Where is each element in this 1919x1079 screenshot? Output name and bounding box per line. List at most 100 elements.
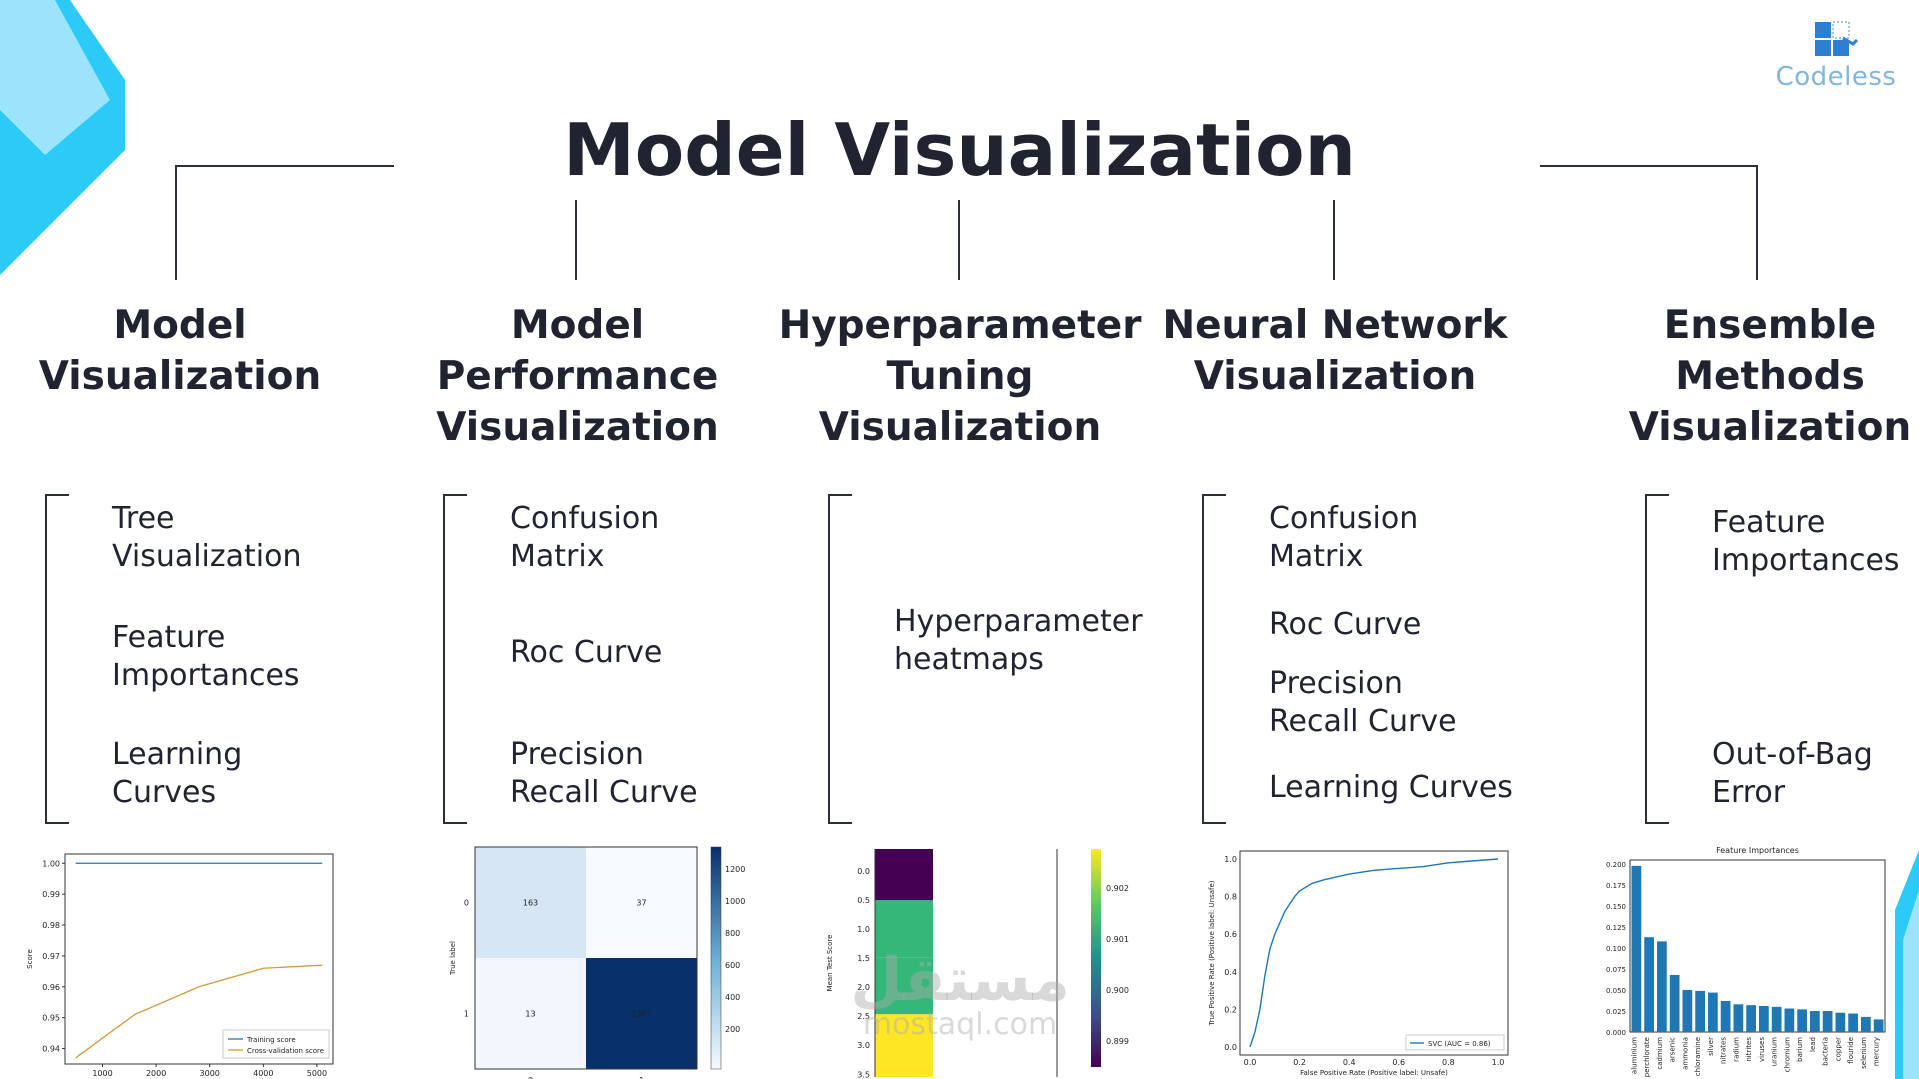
bracket	[1202, 494, 1226, 824]
x-tick-label: ammonia	[1681, 1037, 1689, 1070]
x-tick-label: 1000	[92, 1069, 112, 1078]
watermark-latin: mostaql.com	[862, 1007, 1058, 1042]
chart-title: Feature Importances	[1716, 846, 1799, 855]
codeless-logo: Codeless	[1771, 18, 1901, 92]
connector-line	[1540, 165, 1758, 167]
x-tick-label: flouride	[1847, 1037, 1855, 1064]
bar	[1746, 1005, 1756, 1032]
y-tick-label: 0.5	[857, 896, 870, 905]
category-title-model-performance: Model Performance Visualization	[436, 303, 719, 450]
x-tick-label: 0.4	[1343, 1058, 1356, 1067]
bar	[1848, 1013, 1858, 1032]
y-tick-label: 0.175	[1606, 882, 1626, 890]
corner-decoration	[0, 0, 125, 275]
bar	[1797, 1009, 1807, 1032]
confusion-matrix-chart: 163371313870101True label120010008006004…	[445, 845, 765, 1079]
x-tick-label: radium	[1732, 1037, 1740, 1062]
side-decoration	[1895, 850, 1919, 1079]
bar	[1733, 1004, 1744, 1032]
heatmap-cell	[875, 957, 933, 1015]
x-tick-label: 2000	[146, 1069, 166, 1078]
colorbar-tick-label: 1200	[725, 865, 745, 874]
x-tick-label: chromium	[1783, 1037, 1791, 1072]
colorbar-tick-label: 1000	[725, 897, 745, 906]
plot-frame	[1629, 859, 1886, 1033]
bar	[1682, 990, 1693, 1032]
legend-box	[1405, 1034, 1505, 1051]
y-tick-label: 0.0	[857, 867, 870, 876]
connector-line	[958, 200, 960, 280]
plot-frame	[1239, 850, 1509, 1056]
plot-frame	[474, 846, 698, 1070]
y-tick-label: 2.5	[857, 1012, 870, 1021]
x-tick-label: 0.2	[1293, 1058, 1306, 1067]
roc-line	[1249, 858, 1499, 1048]
list-item: Roc Curve	[510, 635, 663, 670]
y-tick-label: 0	[464, 899, 469, 908]
x-tick-label: bacteria	[1822, 1037, 1830, 1066]
logo-text: Codeless	[1775, 62, 1897, 92]
colorbar	[710, 846, 722, 1070]
category-title-ensemble-methods: Ensemble Methods Visualization	[1628, 303, 1912, 450]
bar	[1669, 974, 1680, 1032]
list-item: Precision Recall Curve	[510, 737, 698, 810]
matrix-cell	[475, 847, 586, 958]
x-tick-label: cadmium	[1656, 1037, 1664, 1070]
codeless-logo-icon	[1815, 21, 1859, 56]
series-line	[75, 964, 323, 1059]
x-tick-label: 1	[639, 1076, 644, 1079]
y-tick-label: 3.5	[857, 1070, 870, 1079]
bar	[1771, 1006, 1782, 1032]
x-tick-label: lead	[1809, 1037, 1817, 1052]
list-item: Out-of-Bag Error	[1712, 737, 1873, 810]
y-tick-label: 1.0	[857, 925, 870, 934]
y-tick-label: 0.8	[1224, 893, 1237, 902]
list-item: Confusion Matrix	[510, 501, 660, 574]
colorbar-tick-label: 0.899	[1106, 1037, 1129, 1046]
watermark: مستقل mostaql.com	[840, 950, 1080, 1040]
bracket	[443, 494, 467, 824]
y-tick-label: 2.0	[857, 983, 870, 992]
bar	[1861, 1016, 1871, 1032]
cell-value: 1387	[631, 1010, 651, 1019]
heatmap-cell	[875, 900, 933, 958]
list-item: Feature Importances	[1712, 505, 1900, 578]
page-title: Model Visualization	[563, 108, 1356, 192]
cell-value: 163	[523, 899, 538, 908]
bracket	[1645, 494, 1669, 824]
x-tick-label: viruses	[1758, 1037, 1766, 1062]
y-tick-label: 0.98	[42, 921, 60, 930]
list-item: Feature Importances	[112, 620, 300, 693]
connector-line	[175, 165, 394, 167]
legend-box	[222, 1029, 330, 1059]
x-tick-label: selenium	[1860, 1037, 1868, 1069]
matrix-cell	[586, 847, 697, 958]
y-tick-label: 0.075	[1606, 966, 1626, 974]
connector-line	[575, 200, 577, 280]
heatmap-cell	[875, 849, 933, 901]
x-tick-label: perchlorate	[1643, 1037, 1651, 1077]
y-tick-label: 1.0	[1224, 855, 1237, 864]
legend-label: Cross-validation score	[247, 1047, 324, 1055]
y-tick-label: 3.0	[857, 1041, 870, 1050]
x-tick-label: 0.0	[1244, 1058, 1257, 1067]
bar	[1631, 865, 1642, 1032]
watermark-arabic: مستقل	[850, 945, 1070, 1015]
x-tick-label: 3000	[200, 1069, 220, 1078]
colorbar-tick-label: 600	[725, 961, 740, 970]
y-axis-label: Mean Test Score	[826, 935, 834, 992]
bracket	[45, 494, 69, 824]
x-tick-label: nitrites	[1745, 1037, 1753, 1062]
x-tick-label: 0.6	[1392, 1058, 1405, 1067]
colorbar-tick-label: 800	[725, 929, 740, 938]
y-axis-label: True label	[449, 941, 457, 976]
x-tick-label: 4000	[253, 1069, 273, 1078]
bar	[1759, 1005, 1769, 1032]
matrix-cell	[586, 958, 697, 1069]
colorbar-tick-label: 400	[725, 993, 740, 1002]
colorbar-tick-label: 0.900	[1106, 986, 1129, 995]
y-tick-label: 0.000	[1606, 1029, 1626, 1037]
x-tick-label: copper	[1834, 1037, 1842, 1061]
legend-label: SVC (AUC = 0.86)	[1428, 1040, 1491, 1048]
